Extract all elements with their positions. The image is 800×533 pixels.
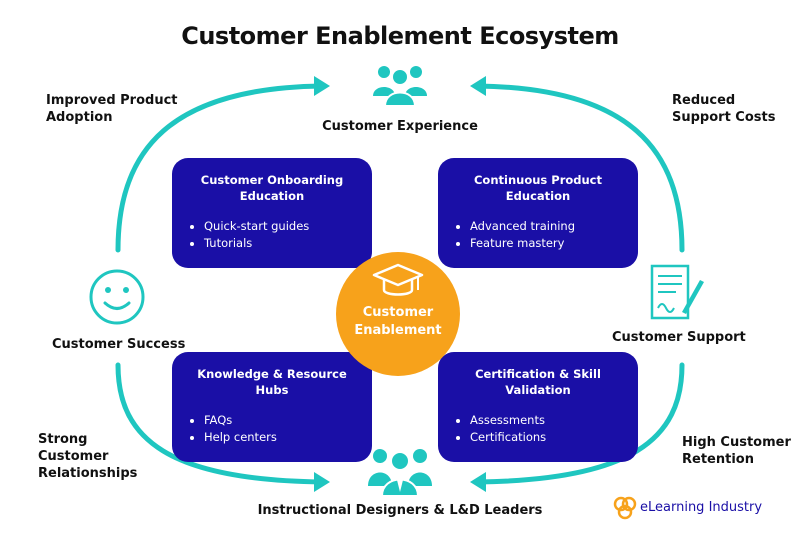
arrow-top-left [115, 83, 325, 253]
team-in-ties-icon [368, 449, 432, 496]
center-label: Customer Enablement [336, 304, 460, 340]
arrowhead-bottom-left [314, 472, 330, 492]
document-pen-icon [650, 264, 704, 320]
diagram-title: Customer Enablement Ecosystem [181, 22, 619, 50]
card-continuous-education: Continuous Product Education Advanced tr… [438, 158, 638, 268]
outcome-high-retention: High Customer Retention [682, 435, 791, 467]
card-title: Continuous Product Education [473, 173, 602, 203]
node-instructional-designers: Instructional Designers & L&D Leaders [257, 503, 543, 518]
center-circle [336, 252, 460, 376]
smiley-face-icon [89, 269, 145, 325]
card-knowledge-hubs: Knowledge & Resource Hubs FAQs Help cent… [172, 352, 372, 462]
card-item: Feature mastery [470, 235, 622, 252]
node-customer-success: Customer Success [52, 337, 186, 352]
graduation-cap-icon [372, 263, 424, 296]
card-item: Assessments [470, 412, 622, 429]
card-title: Knowledge & Resource Hubs [197, 367, 347, 397]
arrow-bottom-left [115, 362, 325, 485]
outcome-improved-adoption: Improved Product Adoption [46, 93, 178, 125]
arrowhead-top-left [314, 76, 330, 96]
node-customer-support: Customer Support [612, 330, 746, 345]
node-customer-experience: Customer Experience [322, 119, 478, 134]
brand-name: eLearning Industry [640, 500, 763, 515]
outcome-strong-relationships: Strong Customer Relationships [38, 432, 138, 481]
center-label-line1: Customer [362, 305, 434, 320]
card-title: Customer Onboarding Education [200, 173, 344, 203]
card-item: Certifications [470, 429, 622, 446]
customer-group-icon [373, 66, 427, 106]
card-title: Certification & Skill Validation [475, 367, 601, 397]
card-customer-onboarding: Customer Onboarding Education Quick-star… [172, 158, 372, 268]
outcome-reduced-costs: Reduced Support Costs [672, 93, 776, 125]
card-item: Advanced training [470, 218, 622, 235]
card-item: Help centers [204, 429, 356, 446]
center-label-line2: Enablement [354, 323, 442, 338]
card-certification: Certification & Skill Validation Assessm… [438, 352, 638, 462]
card-item: FAQs [204, 412, 356, 429]
card-item: Tutorials [204, 235, 356, 252]
card-item: Quick-start guides [204, 218, 356, 235]
brand-logo-icon [613, 496, 637, 520]
arrowhead-top-right [470, 76, 486, 96]
arrowhead-bottom-right [470, 472, 486, 492]
arrow-top-right [475, 83, 685, 253]
